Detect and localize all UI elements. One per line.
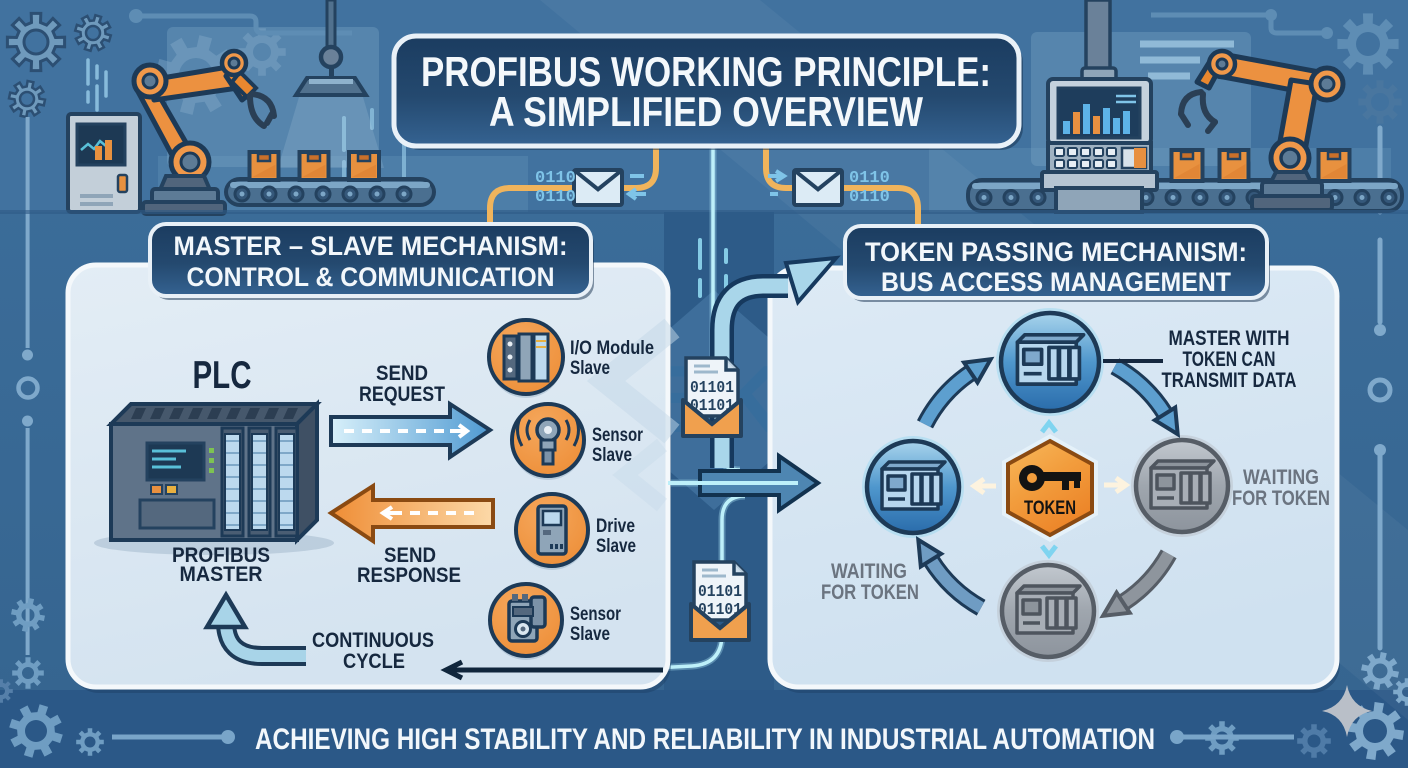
svg-text:ACHIEVING HIGH STABILITY AND R: ACHIEVING HIGH STABILITY AND RELIABILITY… [255, 723, 1155, 756]
svg-text:MASTER WITH: MASTER WITH [1169, 327, 1290, 350]
svg-text:WAITING: WAITING [1243, 466, 1319, 489]
svg-text:0110: 0110 [535, 169, 576, 188]
svg-text:TOKEN: TOKEN [1024, 498, 1076, 519]
svg-text:01101: 01101 [690, 379, 734, 398]
svg-text:MASTER – SLAVE MECHANISM:: MASTER – SLAVE MECHANISM: [174, 231, 568, 261]
svg-text:0110: 0110 [849, 188, 890, 207]
svg-text:Sensor: Sensor [570, 604, 621, 625]
svg-text:Drive: Drive [596, 516, 635, 537]
svg-text:REQUEST: REQUEST [359, 383, 445, 406]
svg-text:Slave: Slave [570, 624, 610, 645]
svg-text:01101: 01101 [690, 397, 734, 416]
svg-text:WAITING: WAITING [831, 560, 907, 583]
svg-text:FOR TOKEN: FOR TOKEN [1232, 487, 1330, 510]
svg-text:PLC: PLC [193, 354, 252, 397]
svg-text:0110: 0110 [535, 188, 576, 207]
svg-text:I/O Module: I/O Module [570, 338, 654, 359]
svg-text:0110: 0110 [849, 169, 890, 188]
svg-text:PROFIBUS WORKING PRINCIPLE:: PROFIBUS WORKING PRINCIPLE: [421, 48, 991, 95]
svg-text:Sensor: Sensor [592, 425, 643, 446]
svg-text:Slave: Slave [570, 358, 610, 379]
svg-text:Slave: Slave [596, 536, 636, 557]
svg-text:CONTINUOUS: CONTINUOUS [312, 629, 434, 652]
svg-text:SEND: SEND [384, 544, 436, 567]
svg-text:TOKEN CAN: TOKEN CAN [1183, 348, 1276, 371]
svg-text:TRANSMIT DATA: TRANSMIT DATA [1162, 369, 1297, 392]
svg-text:RESPONSE: RESPONSE [357, 564, 461, 587]
svg-text:PROFIBUS: PROFIBUS [172, 544, 270, 567]
svg-text:MASTER: MASTER [180, 563, 263, 586]
svg-text:CONTROL & COMMUNICATION: CONTROL & COMMUNICATION [187, 262, 555, 292]
svg-text:Slave: Slave [592, 445, 632, 466]
svg-text:01101: 01101 [698, 601, 742, 620]
svg-text:BUS ACCESS MANAGEMENT: BUS ACCESS MANAGEMENT [881, 267, 1231, 297]
svg-text:TOKEN PASSING MECHANISM:: TOKEN PASSING MECHANISM: [865, 237, 1247, 267]
svg-text:FOR TOKEN: FOR TOKEN [821, 581, 919, 604]
svg-text:A SIMPLIFIED OVERVIEW: A SIMPLIFIED OVERVIEW [489, 88, 923, 135]
svg-text:SEND: SEND [376, 362, 428, 385]
svg-text:01101: 01101 [698, 583, 742, 602]
svg-text:CYCLE: CYCLE [343, 650, 405, 673]
